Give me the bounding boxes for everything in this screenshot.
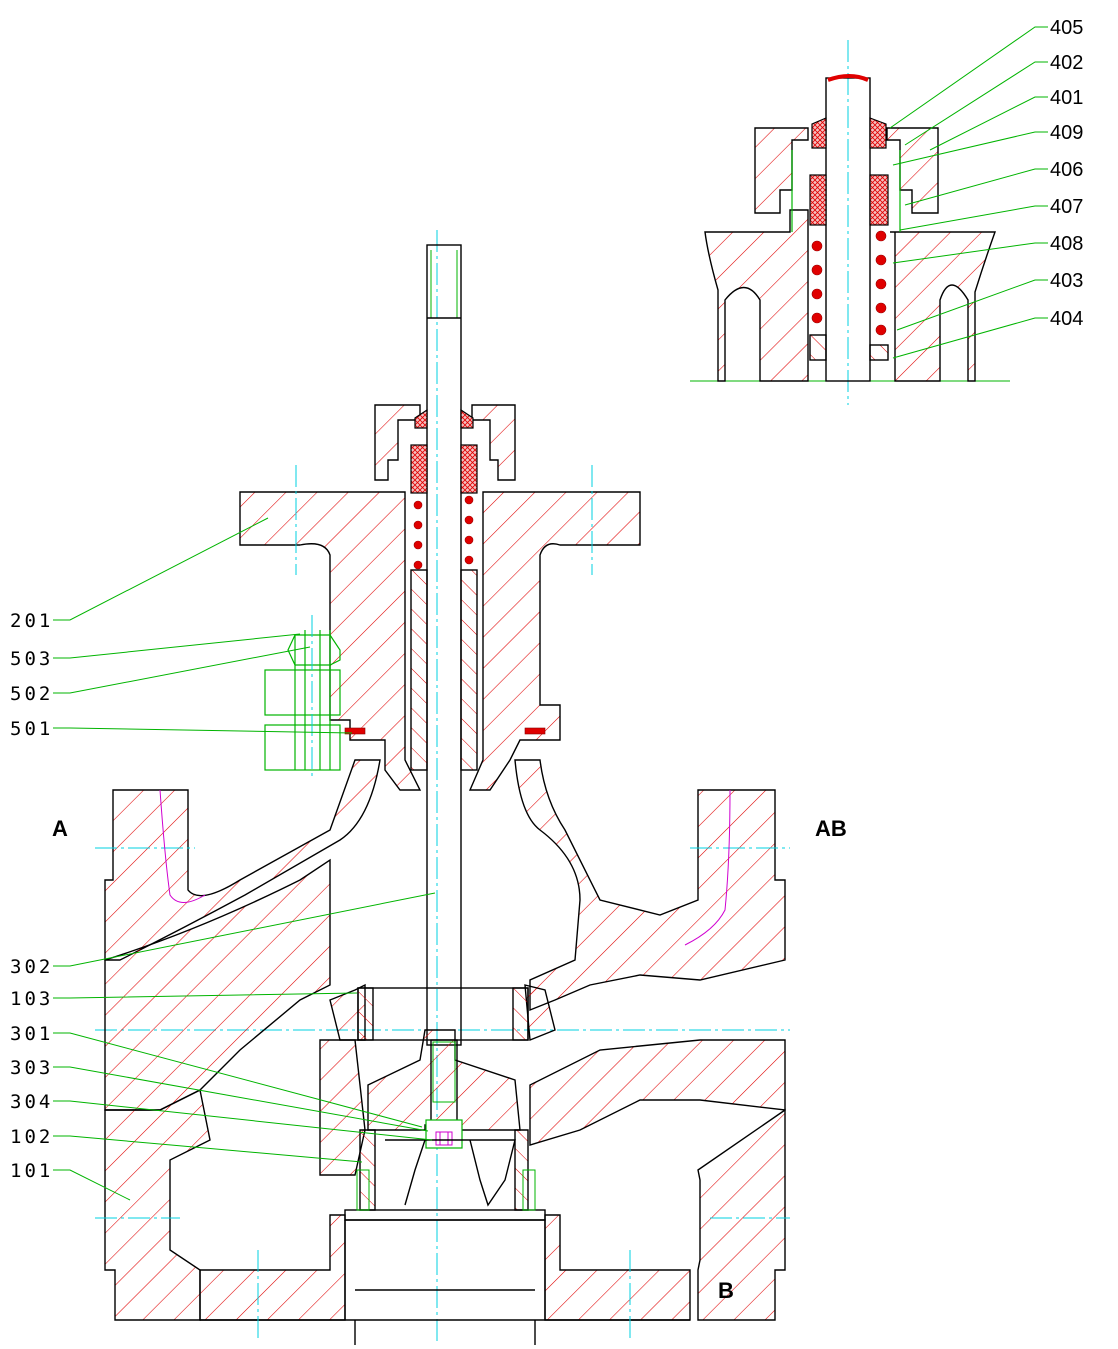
callout-102: 102 [10,1126,53,1148]
callout-101: 101 [10,1160,53,1182]
callout-404: 404 [1050,308,1083,330]
port-label-a: A [52,816,68,841]
callout-403: 403 [1050,270,1083,292]
callout-labels-left: 201 503 502 501 302 103 301 303 304 102 … [10,610,53,1182]
port-label-ab: AB [815,816,847,841]
callout-501: 501 [10,718,53,740]
callout-408: 408 [1050,233,1083,255]
callout-406: 406 [1050,159,1083,181]
bonnet-spring [413,495,474,570]
callout-201: 201 [10,610,53,632]
callout-302: 302 [10,956,53,978]
callout-407: 407 [1050,196,1083,218]
callout-502: 502 [10,683,53,705]
callout-401: 401 [1050,87,1083,109]
callout-409: 409 [1050,122,1083,144]
port-label-b: B [718,1278,734,1303]
callout-labels-right: 405 402 401 409 406 407 408 403 404 [1050,17,1083,330]
callout-303: 303 [10,1057,53,1079]
callout-301: 301 [10,1023,53,1045]
callout-103: 103 [10,988,53,1010]
detail-spring [811,230,887,336]
packing-detail-view [690,40,1010,405]
leader-lines [53,26,1048,1201]
callout-304: 304 [10,1091,53,1113]
bolt-assembly [264,615,341,780]
callout-405: 405 [1050,17,1083,39]
callout-402: 402 [1050,52,1083,74]
valve-main-section [95,230,790,1345]
callout-503: 503 [10,648,53,670]
